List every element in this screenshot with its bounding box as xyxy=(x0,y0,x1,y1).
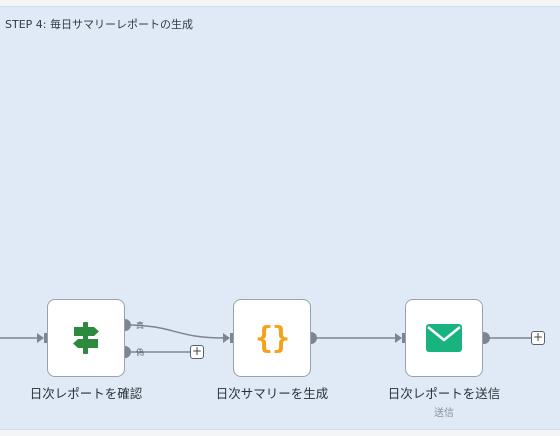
check-daily-report-node[interactable] xyxy=(47,299,125,377)
incoming-arrow-icon xyxy=(37,333,44,343)
generate-daily-summary-label: 日次サマリーを生成 xyxy=(215,386,329,401)
curly-braces-icon: {} xyxy=(254,320,290,356)
summary-node-input-handle[interactable] xyxy=(230,333,233,343)
false-branch-label: 偽 xyxy=(136,348,144,357)
send-arrow-icon xyxy=(395,333,402,343)
send-daily-report-subtitle: 送信 xyxy=(434,408,454,419)
sticky-note-title: STEP 4: 毎日サマリーレポートの生成 xyxy=(5,18,193,31)
add-node-after-send-button[interactable]: + xyxy=(531,330,545,345)
true-branch-label: 真 xyxy=(136,321,144,330)
send-daily-report-label: 日次レポートを送信 xyxy=(387,386,501,401)
send-node-input-handle[interactable] xyxy=(402,333,405,343)
true-branch-arrow-icon xyxy=(223,333,230,343)
add-node-false-branch-button[interactable]: + xyxy=(190,344,204,359)
envelope-icon xyxy=(426,324,462,352)
check-node-input-handle[interactable] xyxy=(44,333,47,343)
send-daily-report-node[interactable] xyxy=(405,299,483,377)
signpost-icon xyxy=(73,322,99,354)
check-daily-report-label: 日次レポートを確認 xyxy=(29,386,143,401)
true-branch-connection[interactable] xyxy=(124,324,225,339)
generate-daily-summary-node[interactable]: {} xyxy=(233,299,311,377)
